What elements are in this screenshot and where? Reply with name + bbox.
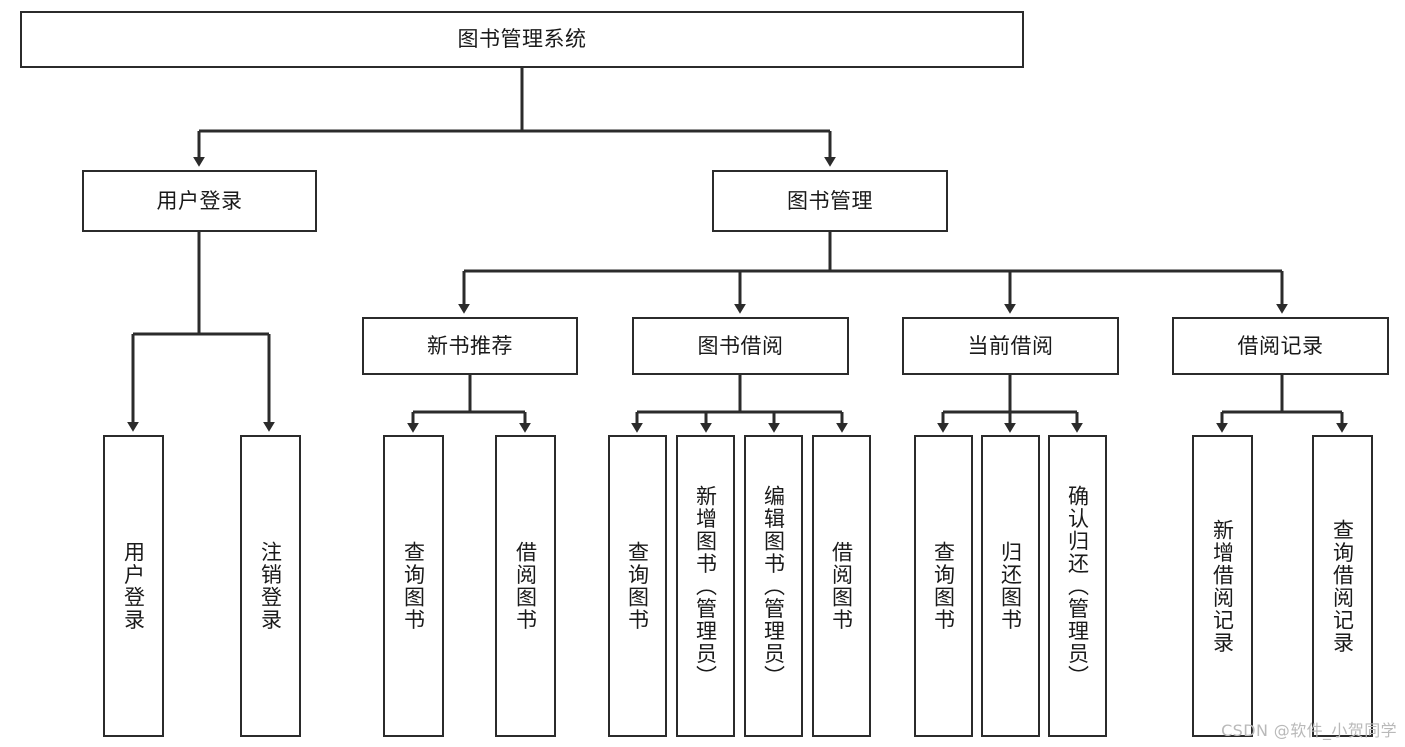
- node-user-login-label: 用户登录: [156, 188, 243, 213]
- node-current-borrow-label: 当前借阅: [967, 333, 1054, 358]
- leaf-query-book-3[interactable]: 查询图书: [914, 435, 973, 737]
- node-new-book-recommend[interactable]: 新书推荐: [362, 317, 578, 375]
- leaf-logout-label: 注销登录: [258, 541, 283, 631]
- leaf-return-book[interactable]: 归还图书: [981, 435, 1040, 737]
- leaf-query-record[interactable]: 查询借阅记录: [1312, 435, 1373, 737]
- leaf-add-book-label: 新增图书（管理员）: [693, 484, 718, 688]
- leaf-borrow-book-1[interactable]: 借阅图书: [495, 435, 556, 737]
- leaf-confirm-return-label: 确认归还（管理员）: [1065, 484, 1090, 688]
- node-borrow-record-label: 借阅记录: [1237, 333, 1324, 358]
- leaf-query-book-1[interactable]: 查询图书: [383, 435, 444, 737]
- leaf-user-login-label: 用户登录: [121, 541, 146, 631]
- node-book-borrow-label: 图书借阅: [697, 333, 784, 358]
- leaf-query-book-3-label: 查询图书: [931, 541, 956, 631]
- leaf-add-record-label: 新增借阅记录: [1210, 518, 1235, 654]
- leaf-edit-book[interactable]: 编辑图书（管理员）: [744, 435, 803, 737]
- leaf-query-book-2[interactable]: 查询图书: [608, 435, 667, 737]
- leaf-add-book[interactable]: 新增图书（管理员）: [676, 435, 735, 737]
- leaf-query-book-2-label: 查询图书: [625, 541, 650, 631]
- node-root[interactable]: 图书管理系统: [20, 11, 1024, 68]
- leaf-logout[interactable]: 注销登录: [240, 435, 301, 737]
- leaf-query-book-1-label: 查询图书: [401, 541, 426, 631]
- node-current-borrow[interactable]: 当前借阅: [902, 317, 1119, 375]
- node-borrow-record[interactable]: 借阅记录: [1172, 317, 1389, 375]
- node-book-borrow[interactable]: 图书借阅: [632, 317, 849, 375]
- leaf-return-book-label: 归还图书: [998, 541, 1023, 631]
- node-user-login[interactable]: 用户登录: [82, 170, 317, 232]
- leaf-edit-book-label: 编辑图书（管理员）: [761, 484, 786, 688]
- node-root-label: 图书管理系统: [457, 27, 587, 52]
- leaf-borrow-book-1-label: 借阅图书: [513, 541, 538, 631]
- leaf-query-record-label: 查询借阅记录: [1330, 518, 1355, 654]
- leaf-add-record[interactable]: 新增借阅记录: [1192, 435, 1253, 737]
- leaf-confirm-return[interactable]: 确认归还（管理员）: [1048, 435, 1107, 737]
- leaf-borrow-book-2[interactable]: 借阅图书: [812, 435, 871, 737]
- node-new-book-recommend-label: 新书推荐: [427, 333, 513, 358]
- leaf-user-login[interactable]: 用户登录: [103, 435, 164, 737]
- node-book-manage[interactable]: 图书管理: [712, 170, 948, 232]
- node-book-manage-label: 图书管理: [787, 188, 873, 213]
- leaf-borrow-book-2-label: 借阅图书: [829, 541, 854, 631]
